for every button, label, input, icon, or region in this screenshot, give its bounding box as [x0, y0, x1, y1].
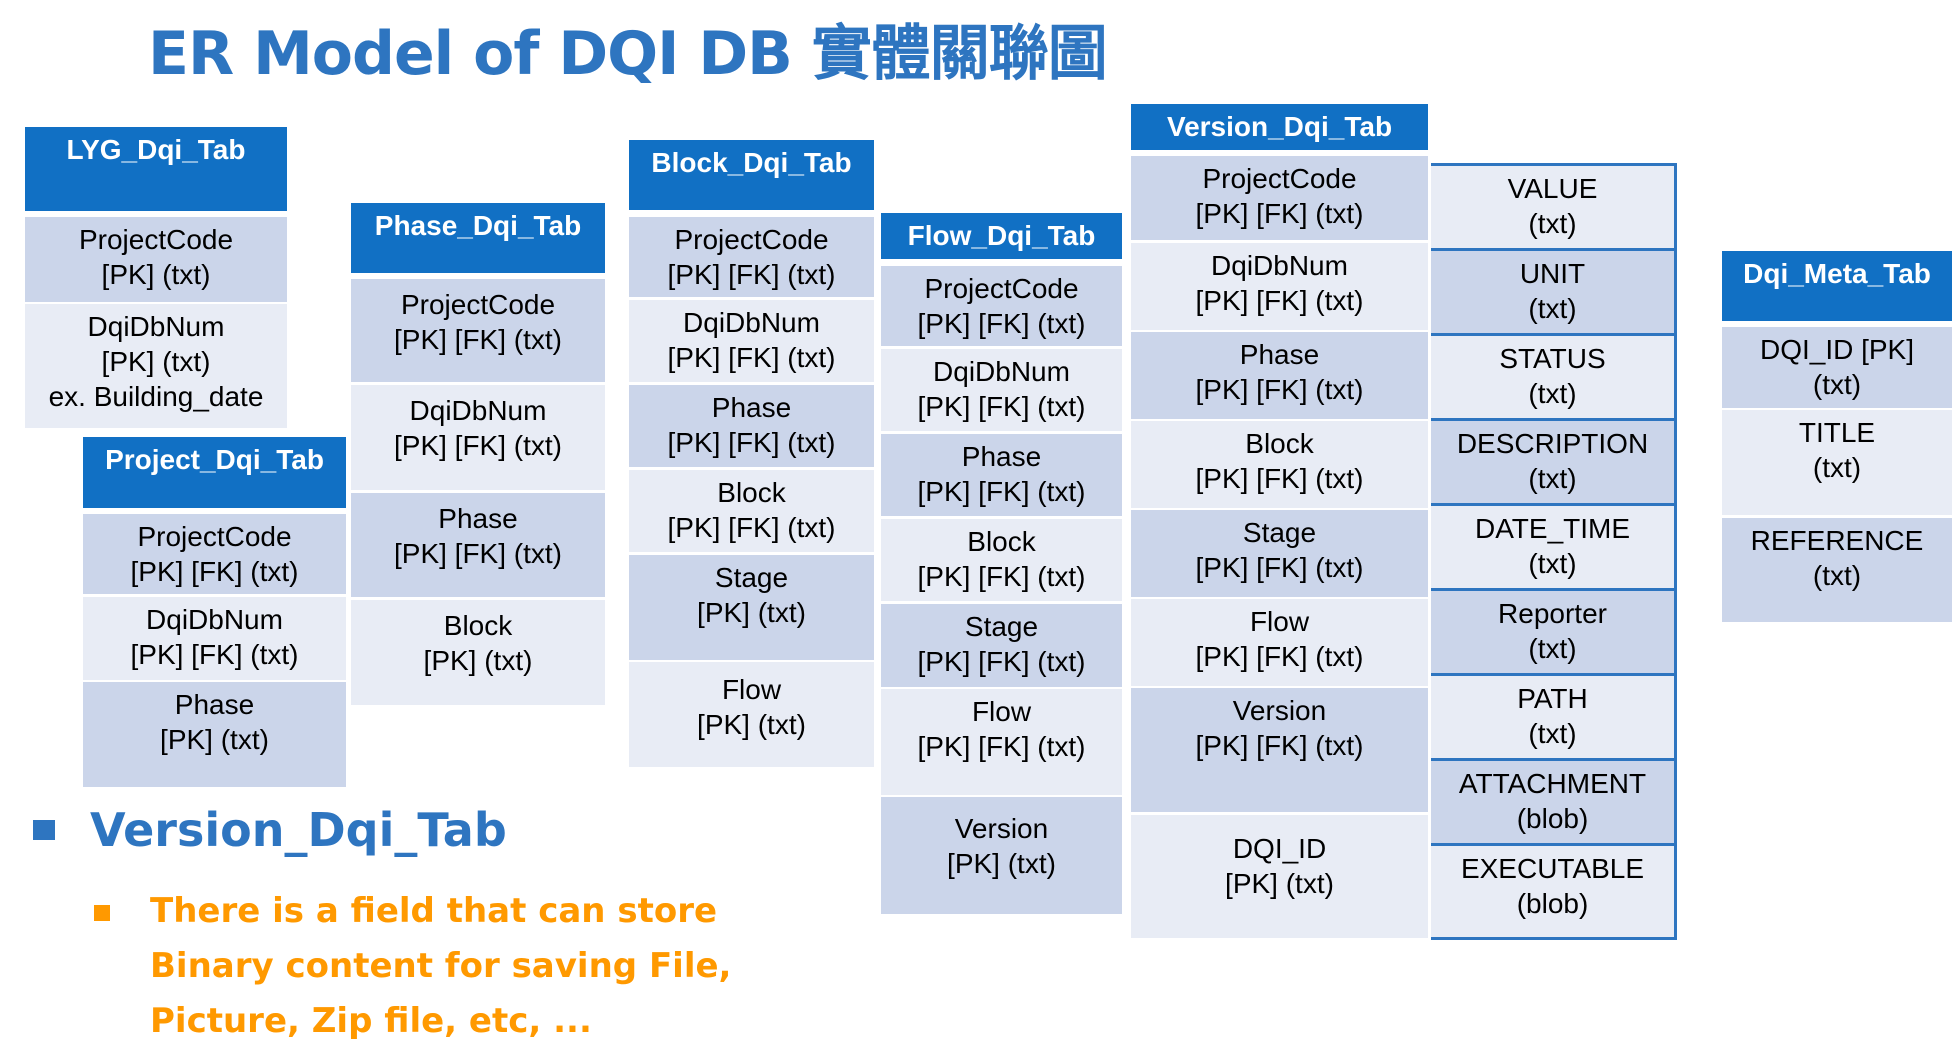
field-phase: Phase [PK] [FK] (txt)	[1131, 332, 1428, 419]
field-dqi-id: DQI_ID [PK] (txt)	[1131, 815, 1428, 938]
table-header: Phase_Dqi_Tab	[351, 203, 605, 273]
field-version: Version [PK] [FK] (txt)	[1131, 688, 1428, 812]
field-block: Block [PK] [FK] (txt)	[1131, 421, 1428, 508]
field-description: DESCRIPTION (txt)	[1431, 418, 1677, 503]
field-stage: Stage [PK] (txt)	[629, 555, 874, 660]
field-projectcode: ProjectCode [PK] [FK] (txt)	[1131, 156, 1428, 240]
table-header: Version_Dqi_Tab	[1131, 104, 1428, 150]
table-phase-dqi-tab: Phase_Dqi_Tab ProjectCode [PK] [FK] (txt…	[351, 203, 605, 705]
field-phase: Phase [PK] [FK] (txt)	[881, 434, 1122, 516]
table-header: Dqi_Meta_Tab	[1722, 251, 1952, 321]
field-phase: Phase [PK] [FK] (txt)	[629, 385, 874, 467]
table-version-dqi-tab: Version_Dqi_Tab ProjectCode [PK] [FK] (t…	[1131, 104, 1428, 938]
square-bullet-icon	[94, 905, 110, 921]
field-path: PATH (txt)	[1431, 673, 1677, 758]
table-version-dqi-tab-extra-fields: VALUE (txt) UNIT (txt) STATUS (txt) DESC…	[1431, 163, 1677, 940]
field-projectcode: ProjectCode [PK] [FK] (txt)	[881, 266, 1122, 346]
table-header: Flow_Dqi_Tab	[881, 213, 1122, 259]
table-dqi-meta-tab: Dqi_Meta_Tab DQI_ID [PK] (txt) TITLE (tx…	[1722, 251, 1952, 622]
field-stage: Stage [PK] [FK] (txt)	[1131, 510, 1428, 597]
field-dqidbnum: DqiDbNum [PK] (txt) ex. Building_date	[25, 304, 287, 428]
field-block: Block [PK] (txt)	[351, 600, 605, 705]
field-projectcode: ProjectCode [PK] [FK] (txt)	[629, 217, 874, 297]
field-reporter: Reporter (txt)	[1431, 588, 1677, 673]
field-projectcode: ProjectCode [PK] (txt)	[25, 217, 287, 302]
field-value: VALUE (txt)	[1431, 163, 1677, 248]
field-date-time: DATE_TIME (txt)	[1431, 503, 1677, 588]
field-phase: Phase [PK] [FK] (txt)	[351, 493, 605, 597]
table-project-dqi-tab: Project_Dqi_Tab ProjectCode [PK] [FK] (t…	[83, 437, 346, 787]
field-stage: Stage [PK] [FK] (txt)	[881, 604, 1122, 687]
field-dqidbnum: DqiDbNum [PK] [FK] (txt)	[629, 300, 874, 382]
field-status: STATUS (txt)	[1431, 333, 1677, 418]
field-executable: EXECUTABLE (blob)	[1431, 843, 1677, 940]
field-projectcode: ProjectCode [PK] [FK] (txt)	[83, 514, 346, 594]
field-dqi-id: DQI_ID [PK] (txt)	[1722, 327, 1952, 408]
field-block: Block [PK] [FK] (txt)	[881, 519, 1122, 601]
field-dqidbnum: DqiDbNum [PK] [FK] (txt)	[83, 597, 346, 680]
table-header: Project_Dqi_Tab	[83, 437, 346, 508]
field-unit: UNIT (txt)	[1431, 248, 1677, 333]
field-flow: Flow [PK] [FK] (txt)	[1131, 599, 1428, 686]
table-block-dqi-tab: Block_Dqi_Tab ProjectCode [PK] [FK] (txt…	[629, 140, 874, 767]
table-header: Block_Dqi_Tab	[629, 140, 874, 210]
field-dqidbnum: DqiDbNum [PK] [FK] (txt)	[881, 349, 1122, 431]
page-title: ER Model of DQI DB 實體關聯圖	[148, 19, 1108, 89]
field-phase: Phase [PK] (txt)	[83, 682, 346, 787]
square-bullet-icon	[33, 820, 55, 840]
note-heading: Version_Dqi_Tab	[90, 803, 507, 857]
field-flow: Flow [PK] [FK] (txt)	[881, 689, 1122, 795]
field-projectcode: ProjectCode [PK] [FK] (txt)	[351, 279, 605, 382]
field-block: Block [PK] [FK] (txt)	[629, 470, 874, 552]
field-dqidbnum: DqiDbNum [PK] [FK] (txt)	[351, 385, 605, 490]
field-flow: Flow [PK] (txt)	[629, 662, 874, 767]
field-version: Version [PK] (txt)	[881, 797, 1122, 914]
field-dqidbnum: DqiDbNum [PK] [FK] (txt)	[1131, 243, 1428, 330]
field-title: TITLE (txt)	[1722, 410, 1952, 515]
table-flow-dqi-tab: Flow_Dqi_Tab ProjectCode [PK] [FK] (txt)…	[881, 213, 1122, 914]
field-reference: REFERENCE (txt)	[1722, 518, 1952, 622]
field-attachment: ATTACHMENT (blob)	[1431, 758, 1677, 843]
table-lyg-dqi-tab: LYG_Dqi_Tab ProjectCode [PK] (txt) DqiDb…	[25, 127, 287, 428]
table-header: LYG_Dqi_Tab	[25, 127, 287, 211]
note-body: There is a field that can store Binary c…	[150, 891, 732, 1041]
